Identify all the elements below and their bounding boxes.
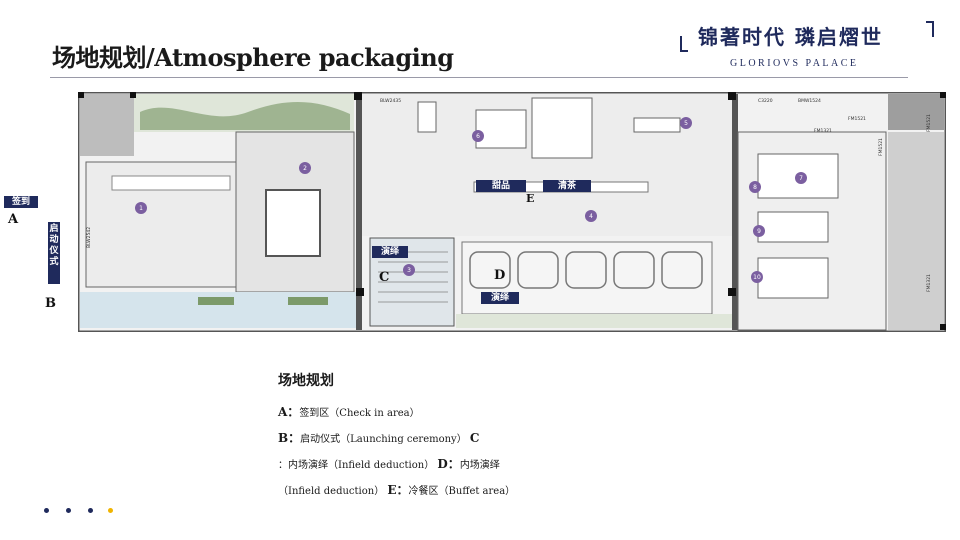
- sofa-set: [469, 251, 703, 289]
- restroom-toilet: [633, 117, 681, 133]
- brand-logo: 锦著时代 璘启熠世 GLORIOVS PALACE: [680, 18, 940, 78]
- sign-in-tag: 签到: [4, 196, 38, 208]
- room-code-6: FM1521: [848, 116, 866, 122]
- zone-letter-c: C: [379, 270, 390, 285]
- meeting-room-9: [757, 211, 829, 243]
- legend-key-c: C: [469, 431, 480, 445]
- zone-10: 10: [753, 274, 761, 281]
- launch-char-1: 启: [49, 224, 59, 234]
- launch-char-3: 仪: [49, 246, 59, 256]
- right-wall: [732, 94, 738, 330]
- legend: 场地规划 A：签到区（Check in area） B：启动仪式（Launchi…: [278, 370, 518, 504]
- zone-letter-a: A: [8, 212, 19, 227]
- right-top-block: [888, 94, 944, 130]
- brand-chinese-name: 锦著时代 璘启熠世: [698, 25, 883, 49]
- room-codes: BLW2435 BLW2542 C3220 BMW1524 FM1321 FM1…: [86, 98, 932, 292]
- right-service-block: [888, 132, 944, 330]
- meeting-room-10: [757, 257, 829, 299]
- hall-stage: [265, 189, 321, 257]
- performance-d-tag: 演绎: [481, 292, 519, 304]
- legend-value-d: 内场演绎（Infield deduction）: [278, 460, 500, 497]
- legend-key-e: E：: [387, 483, 409, 497]
- zone-letter-b: B: [45, 296, 56, 311]
- room-code-4: BMW1524: [798, 98, 821, 104]
- bracket-left-icon: [680, 36, 688, 52]
- zone-7: 7: [799, 175, 803, 182]
- room-code-3: C3220: [758, 98, 773, 104]
- zone-badge-labels: 1 2 3 4 5 6 7 8 9 10: [139, 120, 803, 281]
- dessert-tag: 甜品: [476, 180, 526, 192]
- zone-9: 9: [757, 228, 761, 235]
- restroom-block: [531, 97, 593, 159]
- zone-8: 8: [753, 184, 757, 191]
- performance-c-tag: 演绎: [372, 246, 408, 258]
- planter-1: [198, 297, 234, 305]
- zone-1: 1: [139, 205, 143, 212]
- zone-4: 4: [589, 213, 593, 220]
- room-code-9: FM1321: [926, 274, 932, 292]
- page-dot-3: [88, 508, 93, 513]
- legend-value-c: ：内场演绎（Infield deduction）: [278, 460, 435, 471]
- legend-key-b: B：: [278, 431, 301, 445]
- room-code-7: FM1521: [926, 114, 932, 132]
- title-divider: [50, 77, 908, 78]
- bracket-right-icon: [926, 21, 934, 37]
- garden-planting: [140, 102, 350, 130]
- garden-bottom: [456, 314, 736, 328]
- page-dot-1: [44, 508, 49, 513]
- legend-value-a: 签到区（Check in area）: [299, 408, 420, 419]
- zone-letter-d: D: [494, 268, 506, 283]
- launch-char-4: 式: [49, 257, 59, 267]
- room-code-5: FM1321: [814, 128, 832, 134]
- room-code-8: FM1521: [878, 138, 884, 156]
- page-title: 场地规划/Atmosphere packaging: [52, 43, 454, 72]
- tea-tag: 清茶: [543, 180, 591, 192]
- brand-english-name: GLORIOVS PALACE: [730, 58, 859, 69]
- zone-letter-e: E: [526, 192, 535, 205]
- zone-3: 3: [407, 267, 411, 274]
- launch-char-2: 动: [49, 235, 59, 245]
- zone-6: 6: [476, 133, 480, 140]
- legend-value-e: 冷餐区（Buffet area）: [408, 486, 516, 497]
- zone-5: 5: [684, 120, 688, 127]
- launch-ceremony-tag: 启 动 仪 式: [48, 222, 60, 284]
- legend-key-a: A：: [278, 405, 300, 419]
- legend-key-d: D：: [437, 457, 460, 471]
- zone-badges: [135, 117, 807, 283]
- divider-wall: [356, 94, 362, 330]
- reception-desk: [111, 175, 231, 191]
- legend-body: A：签到区（Check in area） B：启动仪式（Launching ce…: [278, 400, 518, 504]
- page-dot-4-active: [108, 508, 113, 513]
- room-code-2: BLW2542: [86, 227, 92, 248]
- pillars: [78, 92, 946, 330]
- planter-2: [288, 297, 328, 305]
- left-service-block: [80, 94, 134, 156]
- legend-value-b: 启动仪式（Launching ceremony）: [300, 434, 467, 445]
- zone-2: 2: [303, 165, 307, 172]
- page-dot-2: [66, 508, 71, 513]
- elevator: [417, 101, 437, 133]
- pantry-room: [475, 109, 527, 149]
- legend-heading: 场地规划: [278, 373, 334, 389]
- room-code-1: BLW2435: [380, 98, 401, 104]
